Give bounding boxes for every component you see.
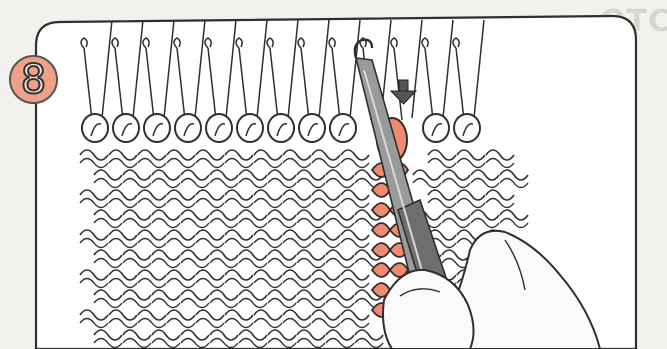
step-number: 8	[21, 60, 46, 100]
step-number-badge: 8	[9, 55, 58, 104]
